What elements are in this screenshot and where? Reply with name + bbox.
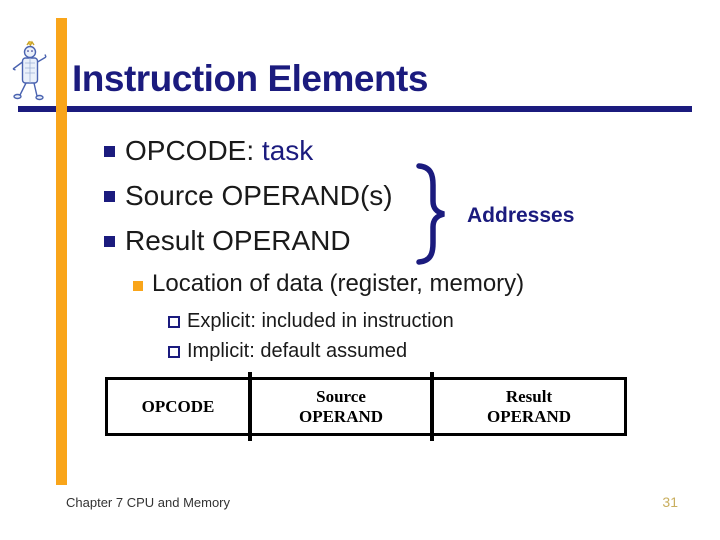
instruction-format-table: OPCODE Source OPERAND Result OPERAND xyxy=(105,372,627,441)
bullet-text-main: Result OPERAND xyxy=(125,225,351,256)
robot-mascot-icon xyxy=(12,40,47,101)
bullet-result-operand: Result OPERAND xyxy=(104,224,351,258)
table-divider xyxy=(248,372,252,441)
table-cell-result-operand: Result OPERAND xyxy=(434,380,624,433)
table-cell-source-operand: Source OPERAND xyxy=(252,380,430,433)
right-curly-brace-icon xyxy=(416,163,445,265)
bullet-explicit: Explicit: included in instruction xyxy=(168,309,454,334)
bullet-implicit: Implicit: default assumed xyxy=(168,339,407,364)
table-divider xyxy=(430,372,434,441)
bullet-text: Location of data (register, memory) xyxy=(152,270,525,297)
page-title: Instruction Elements xyxy=(72,58,428,99)
bullet-text: Result OPERAND xyxy=(125,224,351,258)
orange-square-bullet-icon xyxy=(133,281,143,291)
square-bullet-icon xyxy=(104,236,115,247)
hollow-square-bullet-icon xyxy=(168,346,180,358)
page-number: 31 xyxy=(662,494,678,510)
bullet-text: Implicit: default assumed xyxy=(187,340,408,362)
cell-line: Result xyxy=(505,386,553,406)
square-bullet-icon xyxy=(104,146,115,157)
footer-chapter-label: Chapter 7 CPU and Memory xyxy=(66,495,231,510)
cell-line: OPERAND xyxy=(486,406,572,426)
square-bullet-icon xyxy=(104,191,115,202)
bullet-text: Explicit: included in instruction xyxy=(187,310,454,332)
bullet-text: OPCODE: task xyxy=(125,134,313,168)
bullet-text-accent: task xyxy=(261,135,314,166)
addresses-label: Addresses xyxy=(467,204,575,227)
table-border xyxy=(105,377,627,436)
table-cell-opcode: OPCODE xyxy=(108,380,248,433)
hollow-square-bullet-icon xyxy=(168,316,180,328)
bullet-text-main: Source OPERAND(s) xyxy=(125,180,393,211)
bullet-opcode: OPCODE: task xyxy=(104,134,313,168)
cell-line: OPERAND xyxy=(298,406,384,426)
cell-line: Source xyxy=(316,386,366,406)
bullet-source-operand: Source OPERAND(s) xyxy=(104,179,393,213)
accent-vertical-bar xyxy=(56,18,67,485)
cell-line: OPCODE xyxy=(141,396,215,416)
title-underline xyxy=(18,106,692,112)
bullet-text-main: OPCODE: xyxy=(125,135,262,166)
bullet-location-of-data: Location of data (register, memory) xyxy=(133,269,524,299)
bullet-text: Source OPERAND(s) xyxy=(125,179,393,213)
